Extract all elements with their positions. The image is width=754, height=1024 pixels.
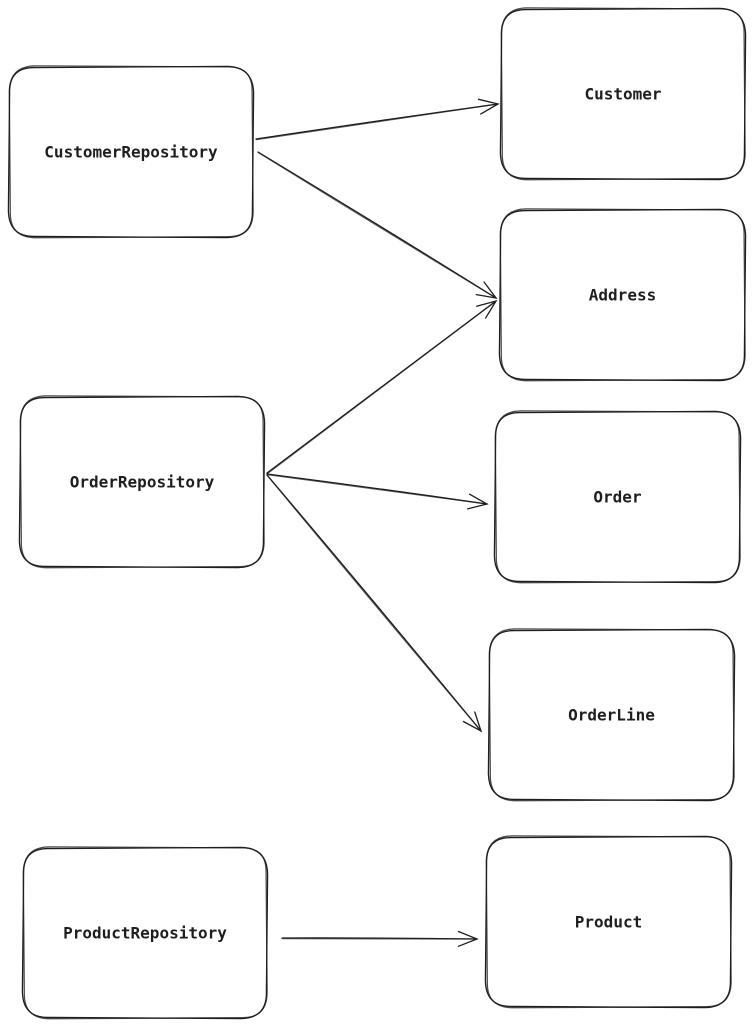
- edge-order-repository-to-orderline: [266, 474, 483, 733]
- node-label: CustomerRepository: [44, 143, 218, 162]
- node-label: OrderRepository: [70, 473, 215, 492]
- edge-line-sketch: [266, 473, 488, 505]
- arrowhead-icon: [477, 98, 500, 115]
- node-product: Product: [484, 835, 733, 1009]
- node-label: ProductRepository: [63, 924, 227, 943]
- node-box-sketch: [19, 395, 265, 569]
- node-box-sketch: [22, 846, 268, 1020]
- node-label: Customer: [584, 85, 661, 104]
- arrowhead-icon: [476, 299, 498, 319]
- node-order: Order: [493, 410, 742, 584]
- node-label: Product: [575, 913, 642, 932]
- edge-line-sketch: [266, 300, 497, 475]
- node-label: Address: [589, 286, 656, 305]
- node-customer: Customer: [499, 7, 747, 181]
- node-box-sketch: [485, 835, 732, 1009]
- node-box-sketch: [494, 410, 741, 584]
- node-label: Order: [593, 488, 641, 507]
- edge-line-sketch: [266, 474, 482, 732]
- node-label: OrderLine: [568, 706, 655, 725]
- edge-product-repository-to-product: [281, 930, 479, 947]
- arrowhead-icon: [466, 493, 489, 510]
- arrowhead-icon: [475, 281, 498, 299]
- arrowhead-icon: [457, 930, 479, 947]
- nodes-layer: CustomerRepositoryOrderRepositoryProduct…: [7, 7, 747, 1020]
- edge-order-repository-to-order: [266, 473, 489, 510]
- node-product-repository: ProductRepository: [21, 846, 269, 1020]
- node-box-sketch: [488, 628, 735, 802]
- node-box-sketch: [500, 7, 746, 181]
- edge-order-repository-to-address: [266, 299, 498, 475]
- edges-layer: [255, 98, 500, 947]
- arrowhead-icon: [462, 711, 483, 733]
- node-customer-repository: CustomerRepository: [7, 65, 255, 239]
- edge-customer-repository-to-customer: [255, 98, 500, 141]
- node-address: Address: [498, 208, 747, 382]
- edge-line-sketch: [257, 151, 497, 299]
- node-box-sketch: [499, 208, 746, 382]
- edge-customer-repository-to-address: [257, 151, 498, 299]
- edge-line-sketch: [255, 103, 499, 141]
- node-orderline: OrderLine: [487, 628, 736, 802]
- node-box-sketch: [8, 65, 254, 239]
- node-order-repository: OrderRepository: [18, 395, 266, 569]
